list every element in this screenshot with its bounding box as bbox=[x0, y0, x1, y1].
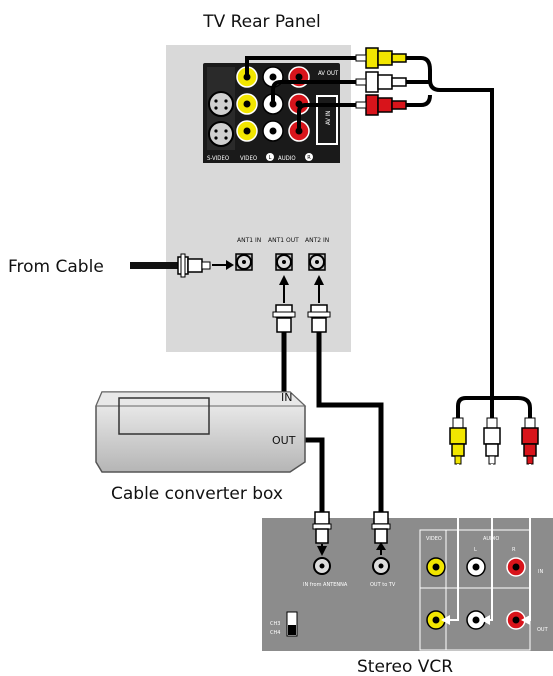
tv-panel-title: TV Rear Panel bbox=[202, 12, 321, 32]
cable-converter-box bbox=[95, 391, 307, 473]
video-label: VIDEO bbox=[240, 155, 257, 162]
ant1-in-jack[interactable] bbox=[235, 253, 253, 271]
ant2-in-label: ANT2 IN bbox=[305, 237, 329, 244]
tv-video-in1-jack[interactable] bbox=[236, 120, 258, 142]
av-cable-white-tv bbox=[271, 80, 365, 104]
audio-label: AUDIO bbox=[278, 155, 296, 162]
vcr-audio-l-in-jack[interactable] bbox=[466, 557, 486, 577]
rca-plug-white-vcr bbox=[481, 417, 501, 625]
av-cable-bundle bbox=[245, 56, 494, 418]
vcr-antenna-in-jack[interactable] bbox=[313, 557, 331, 575]
vcr-out-to-tv-jack[interactable] bbox=[372, 557, 390, 575]
vcr-video-label: VIDEO bbox=[426, 536, 442, 542]
ant1-out-f-connector bbox=[272, 304, 296, 333]
converter-caption: Cable converter box bbox=[111, 484, 283, 504]
vcr-in-label: IN bbox=[538, 569, 543, 575]
svideo-jack-in-2[interactable] bbox=[208, 121, 234, 147]
svideo-label: S-VIDEO bbox=[207, 155, 229, 162]
converter-in-label: IN bbox=[281, 391, 292, 404]
av-out-label: AV OUT bbox=[318, 70, 339, 77]
av-cable-join bbox=[406, 80, 432, 107]
vcr-out-to-tv-label: OUT to TV bbox=[370, 582, 396, 588]
vcr-audio-r-out-jack[interactable] bbox=[506, 610, 526, 630]
rca-plug-yellow-tv bbox=[355, 47, 407, 69]
rca-plug-red-tv bbox=[355, 94, 407, 116]
cable-converter-to-vcr bbox=[305, 437, 325, 518]
vcr-rear-panel bbox=[262, 518, 553, 651]
vcr-ch3-label: CH3 bbox=[270, 621, 280, 627]
ant1-out-jack[interactable] bbox=[275, 253, 293, 271]
vcr-audio-r-in-jack[interactable] bbox=[506, 557, 526, 577]
tv-video-in2-jack[interactable] bbox=[236, 93, 258, 115]
cable-ant2in-to-vcr bbox=[316, 332, 384, 518]
vcr-caption: Stereo VCR bbox=[357, 657, 453, 676]
audio-r-marker-text: R bbox=[307, 155, 311, 161]
vcr-in-antenna-connector bbox=[312, 511, 332, 556]
ant1-in-label: ANT1 IN bbox=[237, 237, 261, 244]
ant1-out-label: ANT1 OUT bbox=[268, 237, 299, 244]
vcr-r-label: R bbox=[512, 547, 516, 553]
vcr-video-in-jack[interactable] bbox=[426, 557, 446, 577]
tv-audio-l-in1-jack[interactable] bbox=[262, 120, 284, 142]
vcr-video-out-jack[interactable] bbox=[426, 610, 446, 630]
vcr-l-label: L bbox=[474, 547, 477, 553]
rca-plug-white-tv bbox=[355, 71, 407, 93]
tv-av-jack-block: AV OUT AV IN S-VIDEO VIDEO AUDIO L R bbox=[203, 63, 340, 163]
from-cable-label: From Cable bbox=[8, 257, 104, 277]
audio-r-marker bbox=[305, 153, 313, 161]
ant2-in-arrow bbox=[314, 275, 324, 303]
ant2-in-jack[interactable] bbox=[308, 253, 326, 271]
ant2-in-f-connector bbox=[307, 304, 331, 333]
converter-out-label: OUT bbox=[272, 434, 296, 447]
av-cable-red-tv bbox=[297, 103, 365, 131]
ant1-out-arrow bbox=[279, 275, 289, 303]
vcr-ch4-label: CH4 bbox=[270, 630, 280, 636]
vcr-out-label: OUT bbox=[537, 627, 549, 633]
audio-l-marker bbox=[266, 153, 274, 161]
vcr-in-from-antenna-label: IN from ANTENNA bbox=[303, 582, 348, 588]
from-cable-connector bbox=[130, 253, 234, 278]
rca-plug-red-vcr bbox=[521, 417, 539, 625]
av-cable-split-red bbox=[492, 396, 532, 418]
vcr-out-tv-connector bbox=[371, 511, 391, 555]
svideo-jack-in-1[interactable] bbox=[208, 91, 234, 117]
av-in-label: AV IN bbox=[325, 111, 332, 125]
vcr-channel-switch[interactable] bbox=[286, 611, 298, 637]
audio-l-marker-text: L bbox=[269, 155, 272, 161]
rca-plug-yellow-vcr bbox=[441, 417, 467, 625]
converter-display bbox=[118, 397, 210, 435]
